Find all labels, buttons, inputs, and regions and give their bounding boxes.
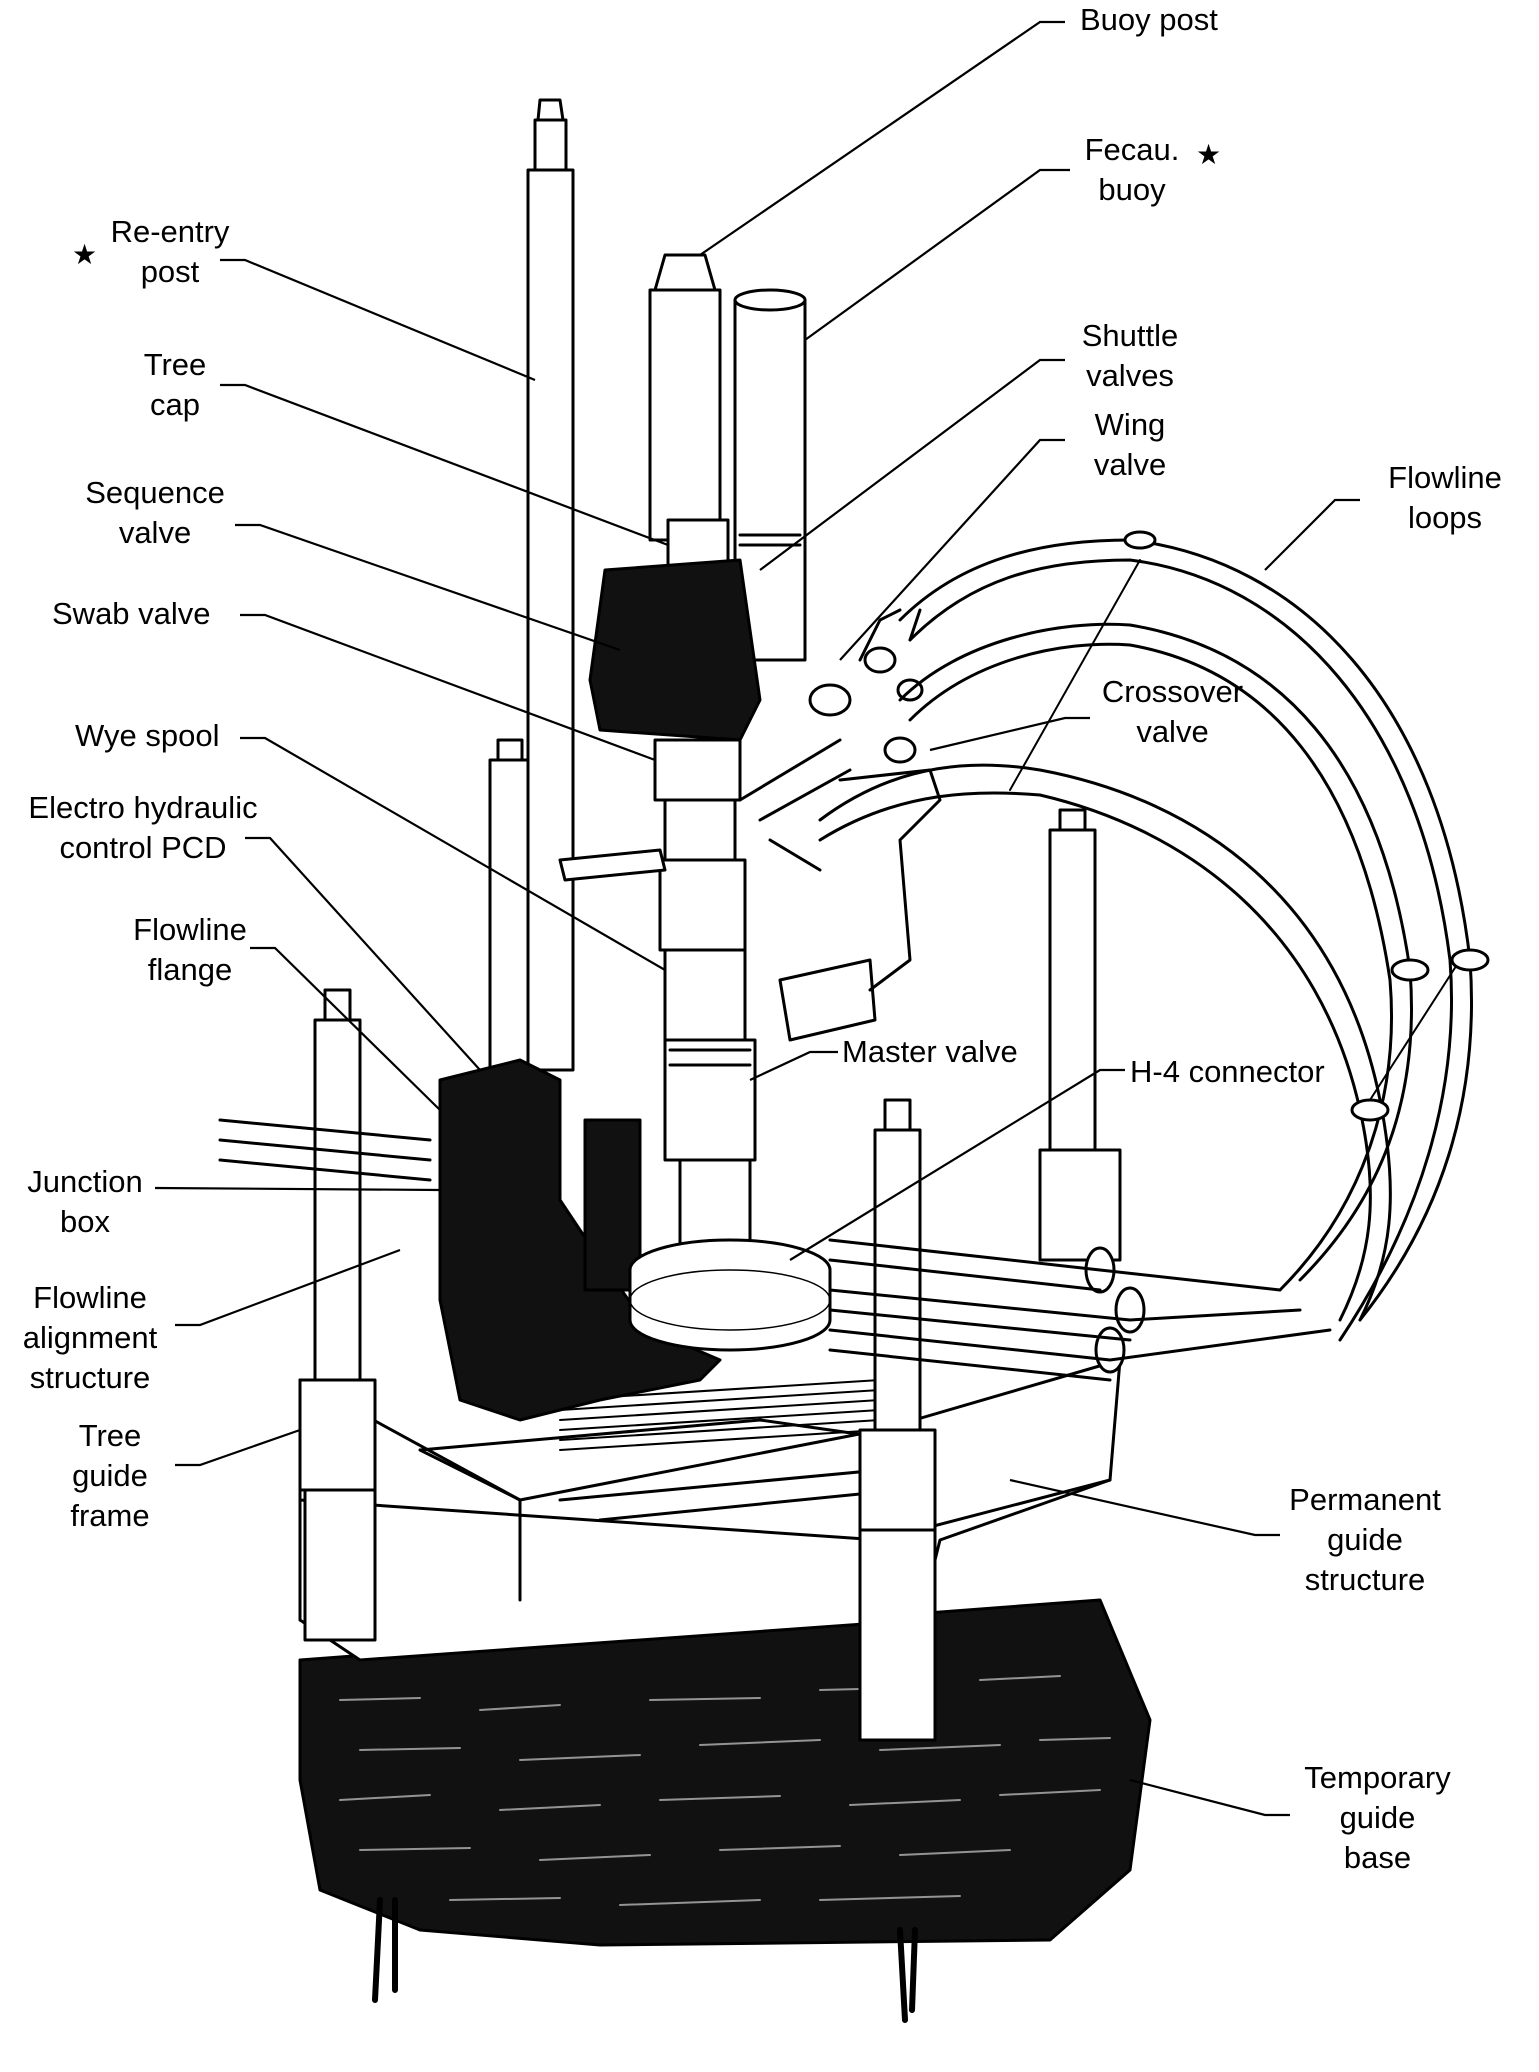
- guide-post-mid: [488, 758, 532, 1082]
- sequence-valve-mass: [588, 558, 762, 742]
- label-master-valve: Master valve: [842, 1034, 1018, 1069]
- leader-flowline-alignment: [175, 1248, 401, 1327]
- leader-master-valve: [749, 1050, 838, 1081]
- leader-buoy-post: [699, 20, 1065, 256]
- leader-electro-hydraulic: [245, 836, 481, 1071]
- leader-tree-guide-frame: [175, 1428, 301, 1467]
- master-valve-actuator: [778, 958, 877, 1042]
- leader-wing-valve: [839, 438, 1065, 661]
- flowline-loops: [818, 530, 1490, 1374]
- leader-h4-connector: [789, 1068, 1125, 1261]
- flowline-pipes: [218, 1118, 1332, 1382]
- leader-sequence-valve: [235, 523, 621, 652]
- leader-fecau-buoy: [804, 168, 1070, 341]
- electro-hydraulic-pcd: [558, 848, 667, 882]
- deck-grating: [559, 1379, 881, 1451]
- tree-guide-post-left: [298, 988, 377, 1642]
- leader-wye-spool: [240, 736, 666, 971]
- label-fecau-buoy: Fecau.buoy: [1084, 132, 1180, 207]
- tree-stack: [558, 518, 877, 1352]
- leader-crossover-valve: [929, 716, 1090, 752]
- leader-junction-box: [154, 1186, 441, 1192]
- star-icon: ★: [72, 238, 98, 271]
- label-wye-spool: Wye spool: [75, 718, 220, 753]
- leader-flowline-flange: [250, 946, 441, 1111]
- tree-guide-post-right: [858, 1098, 937, 1742]
- leader-temporary-guide: [1129, 1778, 1290, 1817]
- label-buoy-post: Buoy post: [1080, 2, 1218, 37]
- leader-shuttle-valves: [759, 358, 1065, 571]
- base-texture: [339, 1675, 1111, 1906]
- base-post-right: [897, 1927, 918, 2023]
- leader-tree-cap: [220, 383, 669, 547]
- temporary-guide-base-shape: [298, 1598, 1152, 1947]
- base-post-left: [372, 1897, 398, 2003]
- leader-reentry-post: [220, 258, 536, 382]
- label-swab-valve: Swab valve: [52, 596, 211, 631]
- label-h4-connector: H-4 connector: [1130, 1054, 1325, 1089]
- leader-swab-valve: [240, 613, 656, 762]
- leader-lines: [154, 20, 1360, 1817]
- leader-flowline-loops: [1264, 498, 1360, 571]
- leader-permanent-guide: [1009, 1478, 1280, 1537]
- guide-post-back-right: [1048, 828, 1097, 1162]
- star-icon: ★: [1196, 138, 1222, 171]
- buoy-post-shape: [648, 288, 722, 542]
- valve-cluster: [738, 608, 942, 992]
